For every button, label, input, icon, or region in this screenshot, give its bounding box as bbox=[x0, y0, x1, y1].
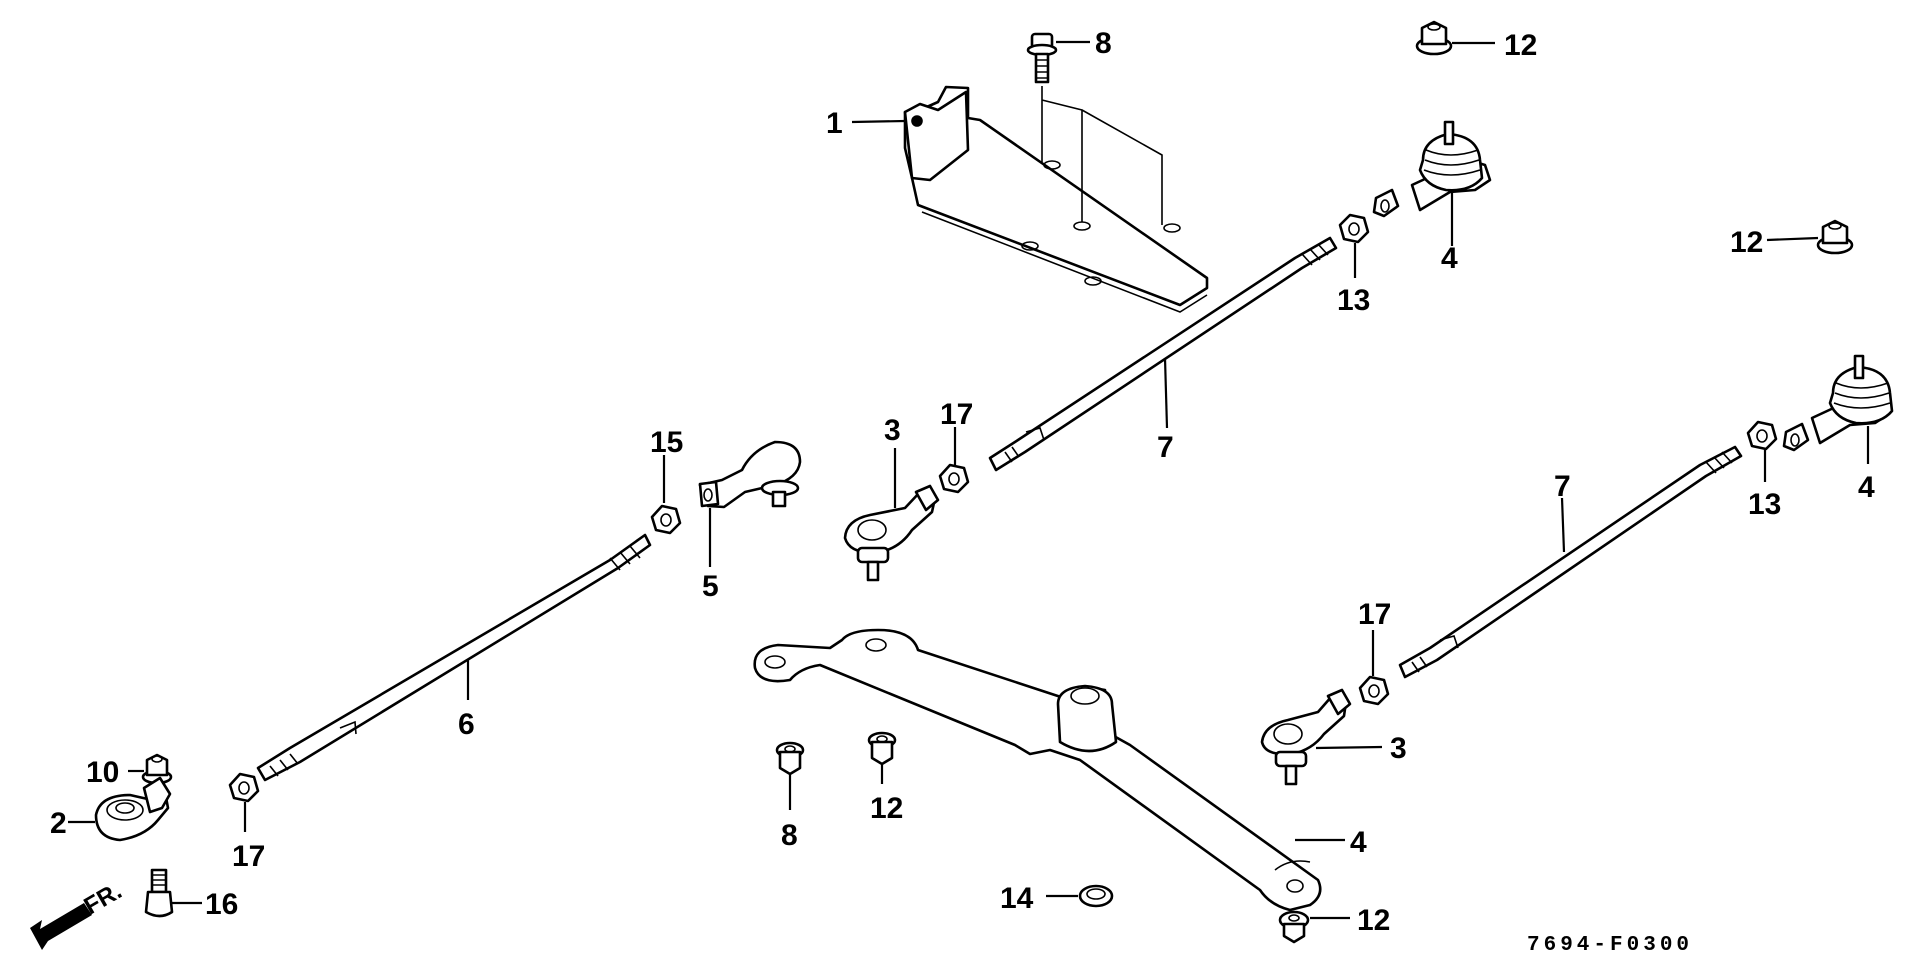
callout-label: 17 bbox=[232, 840, 265, 873]
flange-bolt[interactable] bbox=[1026, 32, 1058, 84]
tie-rod-end-ball-lower[interactable] bbox=[1260, 688, 1352, 786]
callout-label: 4 bbox=[1441, 242, 1458, 275]
tie-rod-end-ball-left[interactable] bbox=[698, 440, 802, 509]
hex-nut-left[interactable] bbox=[650, 504, 682, 535]
steering-arm[interactable] bbox=[753, 628, 1322, 912]
callout-label: 3 bbox=[1390, 732, 1407, 765]
callout-label: 17 bbox=[940, 398, 973, 431]
callout-label: 16 bbox=[205, 888, 238, 921]
hex-nut-lower[interactable] bbox=[1746, 420, 1778, 451]
callout-label: 5 bbox=[702, 570, 719, 603]
flange-nut-bottom[interactable] bbox=[1278, 910, 1310, 944]
tie-rod-end-boot-upper[interactable] bbox=[1372, 120, 1492, 218]
bracket-plate[interactable] bbox=[903, 85, 1209, 313]
tie-rod-lower[interactable] bbox=[1398, 445, 1743, 679]
hex-nut-lower-right[interactable] bbox=[1358, 675, 1390, 706]
callout-label: 8 bbox=[1095, 27, 1112, 60]
tie-rod-upper[interactable] bbox=[988, 236, 1338, 472]
front-direction-indicator: FR. bbox=[30, 877, 126, 950]
flange-nut-right[interactable] bbox=[1816, 219, 1854, 255]
hex-nut-upper[interactable] bbox=[1338, 213, 1370, 244]
callout-label: 2 bbox=[50, 807, 67, 840]
figure-code: 7694-F0300 bbox=[1527, 934, 1693, 957]
callout-label: 10 bbox=[86, 756, 119, 789]
tie-rod-end-ball-upper[interactable] bbox=[843, 484, 940, 582]
tie-rod-end-boot-lower[interactable] bbox=[1782, 354, 1894, 452]
callout-label: 12 bbox=[1504, 29, 1537, 62]
hex-nut-middle[interactable] bbox=[938, 463, 970, 494]
callout-label: 8 bbox=[781, 819, 798, 852]
callout-label: 4 bbox=[1858, 471, 1875, 504]
flange-nut-top[interactable] bbox=[1415, 20, 1453, 56]
callout-label: 1 bbox=[826, 107, 843, 140]
tie-rod-long[interactable] bbox=[256, 533, 652, 782]
callout-label: 12 bbox=[1357, 904, 1390, 937]
washer[interactable] bbox=[1078, 884, 1114, 908]
flange-nut-middle[interactable] bbox=[867, 731, 897, 766]
callout-label: 13 bbox=[1748, 488, 1781, 521]
shoulder-bolt[interactable] bbox=[144, 868, 174, 918]
tie-rod-end-eye[interactable] bbox=[94, 776, 172, 842]
callout-label: 17 bbox=[1358, 598, 1391, 631]
callout-label: 7 bbox=[1554, 470, 1571, 503]
callout-label: 12 bbox=[1730, 226, 1763, 259]
callout-label: 14 bbox=[1000, 882, 1034, 915]
callout-label: 3 bbox=[884, 414, 901, 447]
flange-nut[interactable] bbox=[775, 741, 805, 776]
callout-label: 15 bbox=[650, 426, 683, 459]
callout-label: 12 bbox=[870, 792, 903, 825]
callout-label: 4 bbox=[1350, 826, 1367, 859]
hex-nut-lower-left[interactable] bbox=[228, 772, 260, 803]
callout-label: 6 bbox=[458, 708, 475, 741]
callout-label: 13 bbox=[1337, 284, 1370, 317]
callout-label: 7 bbox=[1157, 431, 1174, 464]
